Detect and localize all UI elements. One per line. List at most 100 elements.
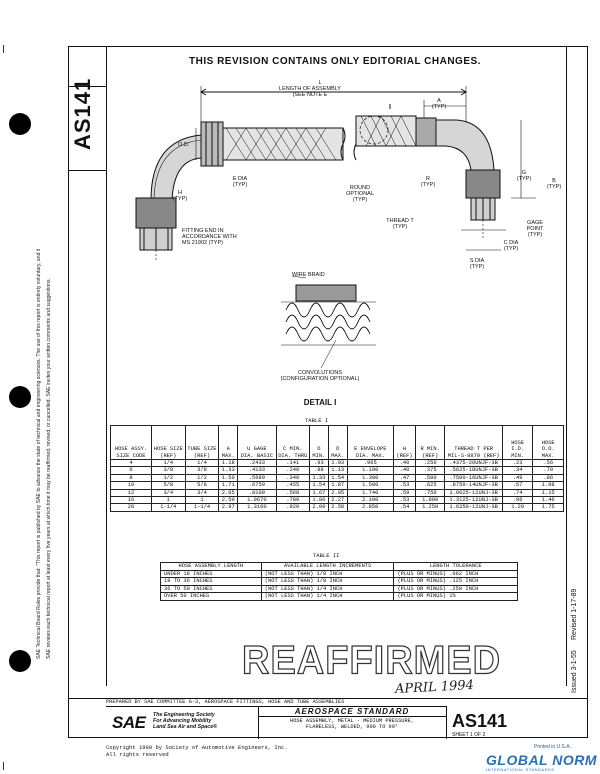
aerospace-standard-title: AEROSPACE STANDARD [258,707,446,717]
table-cell: 1/4 [184,458,220,468]
table-cell: 1-1/4 [184,503,220,512]
table-cell: .8750-14UNJF-3B [444,481,503,490]
table-row: 18 TO 36 INCHES(NOT LESS THAN) 1/8 INCH(… [160,577,518,586]
revision-header: THIS REVISION CONTAINS ONLY EDITORIAL CH… [189,56,481,67]
table-cell: 1/2 [184,473,220,483]
table-cell: .70 [532,466,564,475]
table-cell: 1.54 [327,473,348,483]
table-cell: 1.54 [308,481,329,490]
table-cell: 1 [150,496,186,505]
table-cell: .920 [275,503,310,512]
convolutions-label: CONVOLUTIONS (CONFIGURATION OPTIONAL) [280,370,360,382]
table-row: UNDER 18 INCHES(NOT LESS THAN) 1/8 INCH(… [160,569,518,579]
gage-point-label: GAGE POINT (TYP) [526,220,544,238]
table-cell: .40 [392,458,417,468]
table-cell: 1.6250-12UNJ-3B [444,503,503,512]
reaffirmed-stamp: REAFFIRMED [241,638,502,684]
header-cell: HOSE ASSEMBLY LENGTH [160,562,262,571]
table-cell: 16 [110,496,152,505]
header-cell: LENGTH TOLERANCE [393,562,518,571]
table-cell: 1.500 [346,481,394,490]
table-cell: 6 [110,466,152,475]
issued-date: Issued 3-1-55 [571,650,578,693]
table-cell: 3/8 [150,466,186,475]
table-cell: 1.100 [346,466,394,475]
table-cell: .93 [308,458,329,468]
table-cell: 1.740 [346,488,394,498]
binder-hole [9,113,31,135]
table2-name: TABLE II [313,552,340,559]
table-cell: 12 [110,488,152,498]
table-cell: .7500-16UNJF-3B [444,473,503,483]
table-cell: 18 TO 36 INCHES [160,577,262,586]
table-cell: 2.850 [346,503,394,512]
header-cell: H (REF) [392,425,417,460]
table-cell: 1.03 [327,458,348,468]
g-label: G (TYP) [516,170,532,182]
e-dia-label: E DIA (TYP) [232,176,248,188]
table-cell: 1.18 [218,458,239,468]
hose-assembly-drawing [135,86,536,369]
header-cell: AVAILABLE LENGTH INCREMENTS [260,562,395,571]
table-cell: (PLUS OR MINUS) .125 INCH [393,577,518,586]
table-cell: .4375-20UNJF-3B [444,458,503,468]
table-cell: 36 TO 50 INCHES [160,584,262,594]
copyright: Copyright 1989 by Society of Automotive … [106,744,288,758]
table-cell: 1 [184,496,220,505]
table-cell: .500 [414,473,446,483]
table-cell: 1.0670 [237,496,277,505]
table-cell: .965 [346,458,394,468]
table-cell: .23 [501,458,534,468]
table-cell: .5680 [237,473,277,483]
table-header-row: HOSE ASSEMBLY LENGTH AVAILABLE LENGTH IN… [160,562,518,571]
table-cell: 2.97 [218,503,239,512]
table-cell: (NOT LESS THAN) 1/8 INCH [260,569,395,579]
table-cell: 1.67 [308,488,329,498]
table-cell: .4133 [237,466,277,475]
table-cell: (PLUS OR MINUS) 1% [393,592,518,601]
detail-i-callout: I [389,104,391,111]
as-number: AS141 [452,711,508,731]
length-note: LENGTH OF ASSEMBLY (SEE NOTE E [279,86,341,98]
table-cell: 1.3160 [237,503,277,512]
header-cell: HOSE O.D. MAX. [532,425,564,460]
table-cell: 3/4 [150,488,186,498]
r-label: R (TYP) [420,176,436,188]
c-dia-label: C DIA (TYP) [503,240,519,252]
table-cell: 8 [110,473,152,483]
global-norm-logo: GLOBAL NORM [486,752,598,768]
table-cell: 2.50 [218,496,239,505]
table-cell: 1.15 [532,488,564,498]
table-cell: .780 [275,496,310,505]
table-cell: 1.33 [218,466,239,475]
table-cell: .34 [501,466,534,475]
table-cell: 2.05 [218,488,239,498]
sae-logo: SAE [112,713,146,732]
length-label: L [318,80,322,86]
table-cell: OVER 50 INCHES [160,592,262,601]
header-cell: U GAGE DIA. BASIC [237,425,277,460]
table-cell: 5/8 [150,481,186,490]
revised-date: Revised 1-17-89 [571,588,578,640]
table-cell: 2.100 [346,496,394,505]
header-cell: HOSE SIZE (REF) [150,425,186,460]
table-cell: .375 [414,466,446,475]
table-cell: 1.33 [308,473,329,483]
table-cell: .86 [532,473,564,483]
table-cell: 2.05 [327,488,348,498]
table-cell: 2.27 [327,496,348,505]
table-cell: .141 [275,458,310,468]
table-cell: 2.58 [327,503,348,512]
header-cell: THREAD T PER MIL-S-8879 (REF) [444,425,503,460]
binder-hole [9,650,31,672]
table-cell: 1.13 [327,466,348,475]
table1-name: TABLE I [305,417,329,424]
table-cell: .5625-18UNJF-3B [444,466,503,475]
table-cell: .57 [501,481,534,490]
sae-tagline: The Engineering Society For Advancing Mo… [153,712,218,730]
table-cell: .53 [392,481,417,490]
table-cell: .240 [275,466,310,475]
